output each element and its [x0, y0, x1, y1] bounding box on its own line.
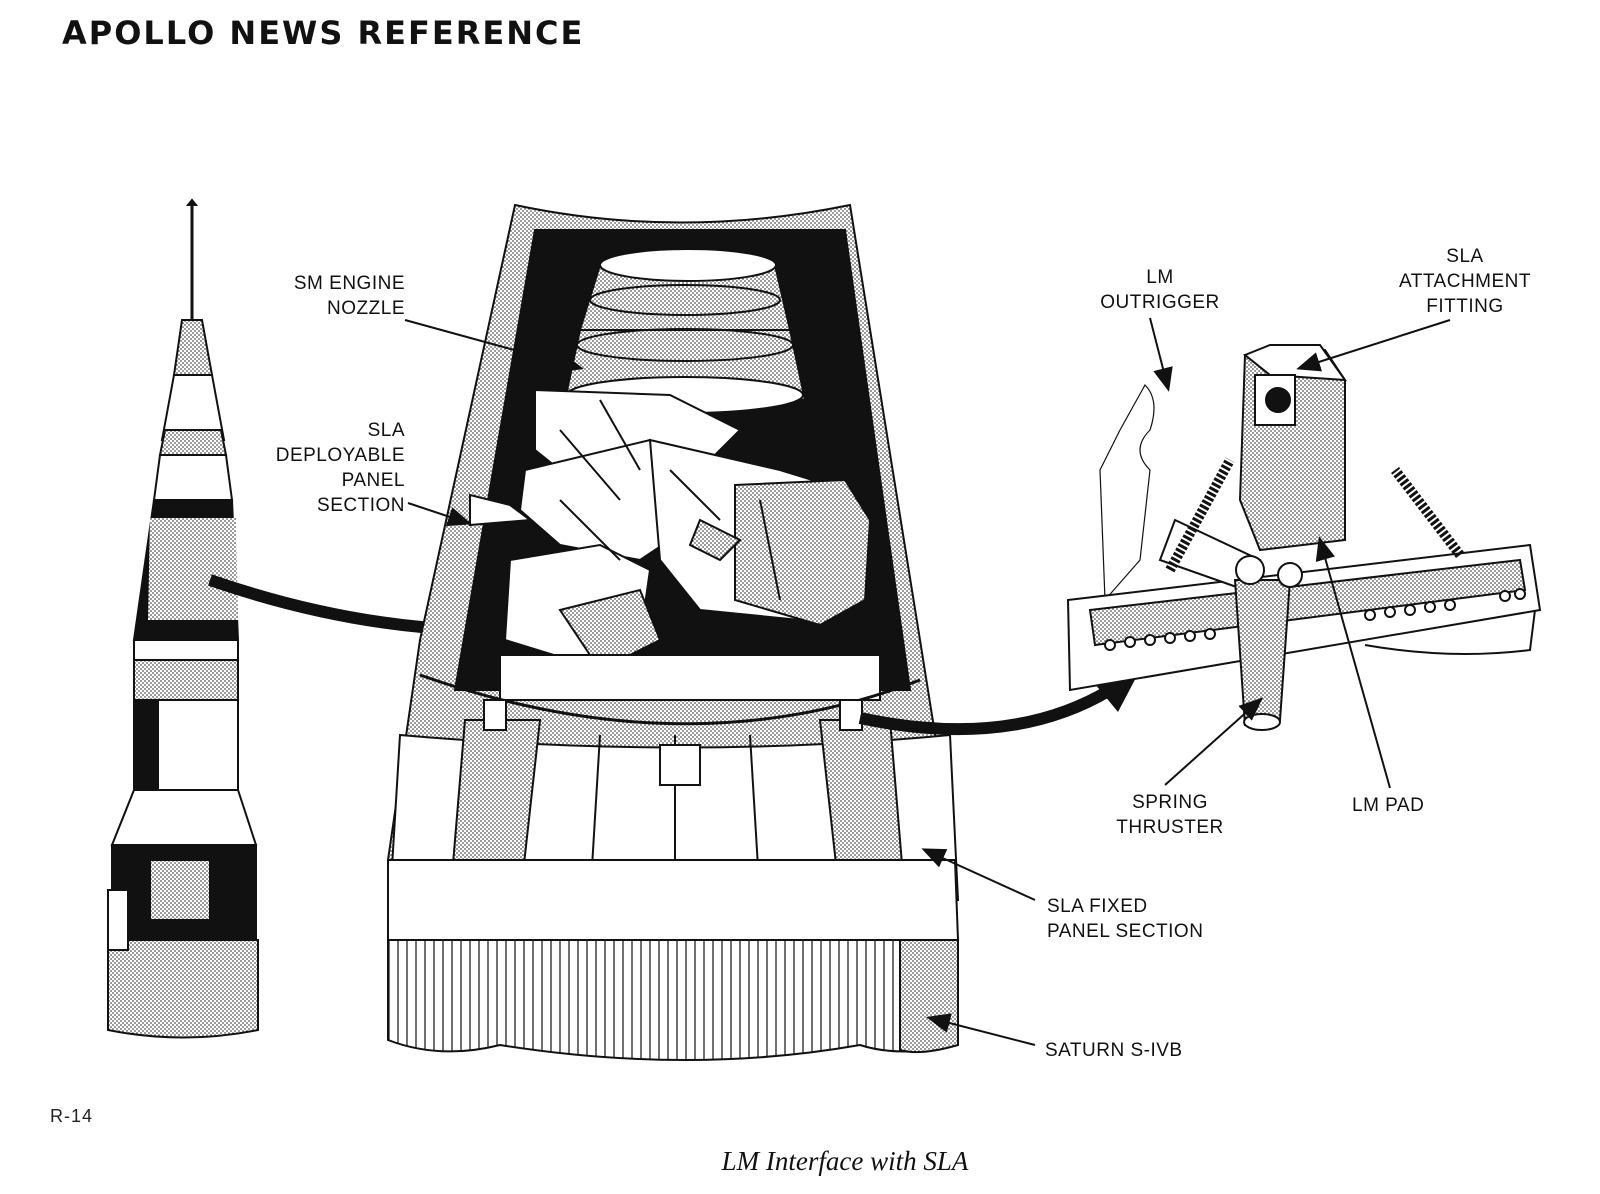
saturn-v-rocket-drawing — [107, 198, 259, 1039]
page-number: R-14 — [50, 1106, 94, 1126]
label-lm-pad: LM PAD — [1352, 795, 1425, 816]
label-lm-outrigger: LM OUTRIGGER — [1100, 267, 1220, 313]
label-sla-deployable-panel-section: SLA DEPLOYABLE PANEL SECTION — [275, 420, 405, 516]
page-header: APOLLO NEWS REFERENCE — [62, 14, 585, 52]
label-sla-fixed-panel-section: SLA FIXED PANEL SECTION — [1047, 896, 1204, 942]
label-saturn-s-ivb: SATURN S-IVB — [1045, 1040, 1183, 1061]
label-sla-attachment-fitting: SLA ATTACHMENT FITTING — [1398, 246, 1531, 317]
label-sm-engine-nozzle: SM ENGINE NOZZLE — [293, 273, 405, 319]
arrow-sla-to-detail — [858, 684, 1114, 736]
figure-caption: LM Interface with SLA — [721, 1146, 969, 1176]
sla-cutaway-drawing — [386, 203, 960, 1061]
label-spring-thruster: SPRING THRUSTER — [1116, 792, 1224, 838]
leader-lines — [404, 317, 1451, 1046]
attachment-fitting-detail-drawing — [1066, 344, 1542, 731]
